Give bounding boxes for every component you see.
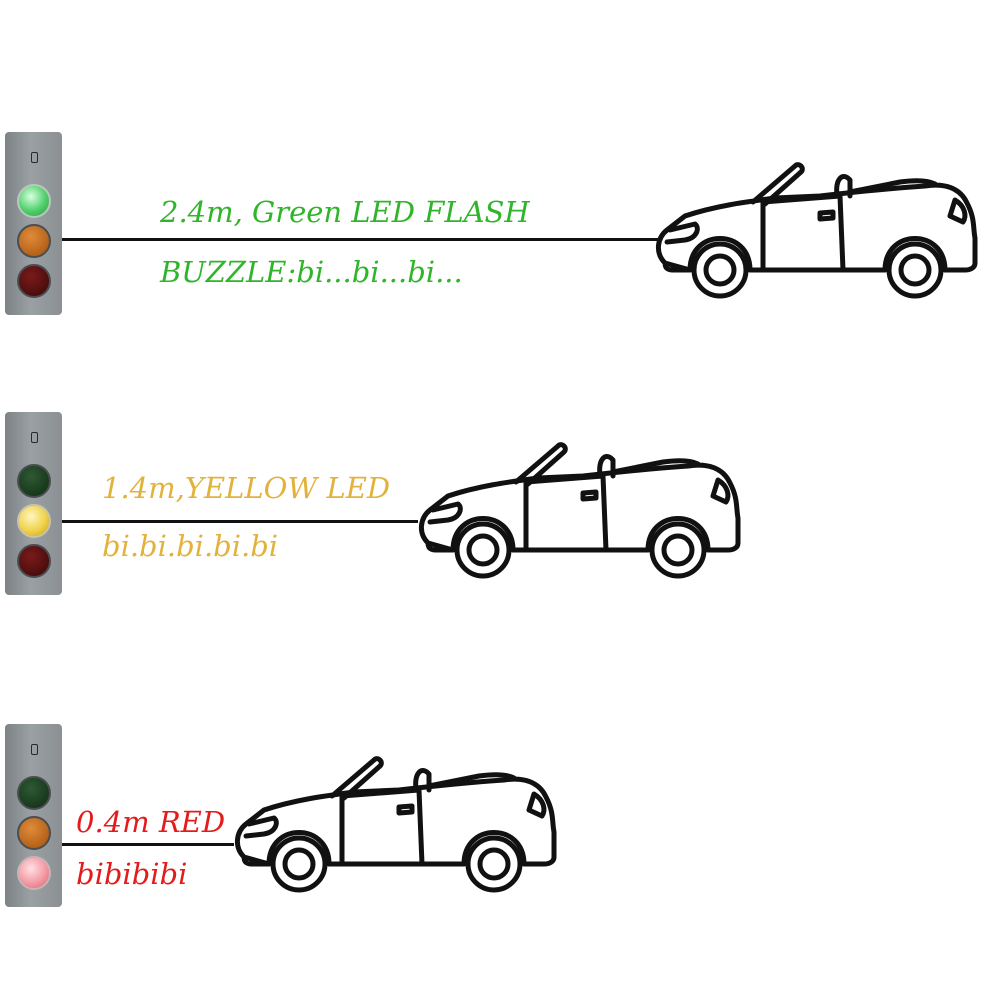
red-lamp [17,544,51,578]
sound-label: bibibibi [76,857,188,891]
yellow-lamp [17,816,51,850]
red-lamp-lit [17,856,51,890]
sensor-window [31,432,38,443]
sensor-window [31,744,38,755]
parking-sensor-unit [5,724,62,907]
distance-label: 1.4m,YELLOW LED [102,471,391,505]
green-lamp [17,776,51,810]
car-icon [408,438,753,583]
distance-label: 0.4m RED [76,805,226,839]
green-lamp-lit [17,184,51,218]
sensor-window [31,152,38,163]
distance-label: 2.4m, Green LED FLASH [160,195,530,229]
distance-line [62,843,234,846]
red-lamp [17,264,51,298]
yellow-lamp-lit [17,504,51,538]
sound-label: bi.bi.bi.bi.bi [102,529,279,563]
car-icon [645,158,990,303]
parking-sensor-unit [5,412,62,595]
green-lamp [17,464,51,498]
car-icon [224,752,569,897]
yellow-lamp [17,224,51,258]
distance-line [62,520,418,523]
distance-line [62,238,658,241]
parking-sensor-unit [5,132,62,315]
sound-label: BUZZLE:bi...bi...bi... [160,255,463,289]
